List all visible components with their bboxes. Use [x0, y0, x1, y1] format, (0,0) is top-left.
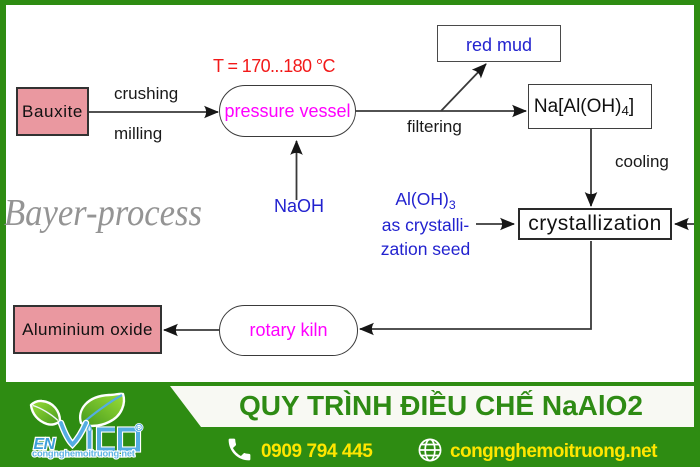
- svg-text:R: R: [137, 426, 141, 432]
- svg-text:congnghemoitruong.net: congnghemoitruong.net: [32, 449, 135, 459]
- svg-text:EN: EN: [34, 436, 56, 453]
